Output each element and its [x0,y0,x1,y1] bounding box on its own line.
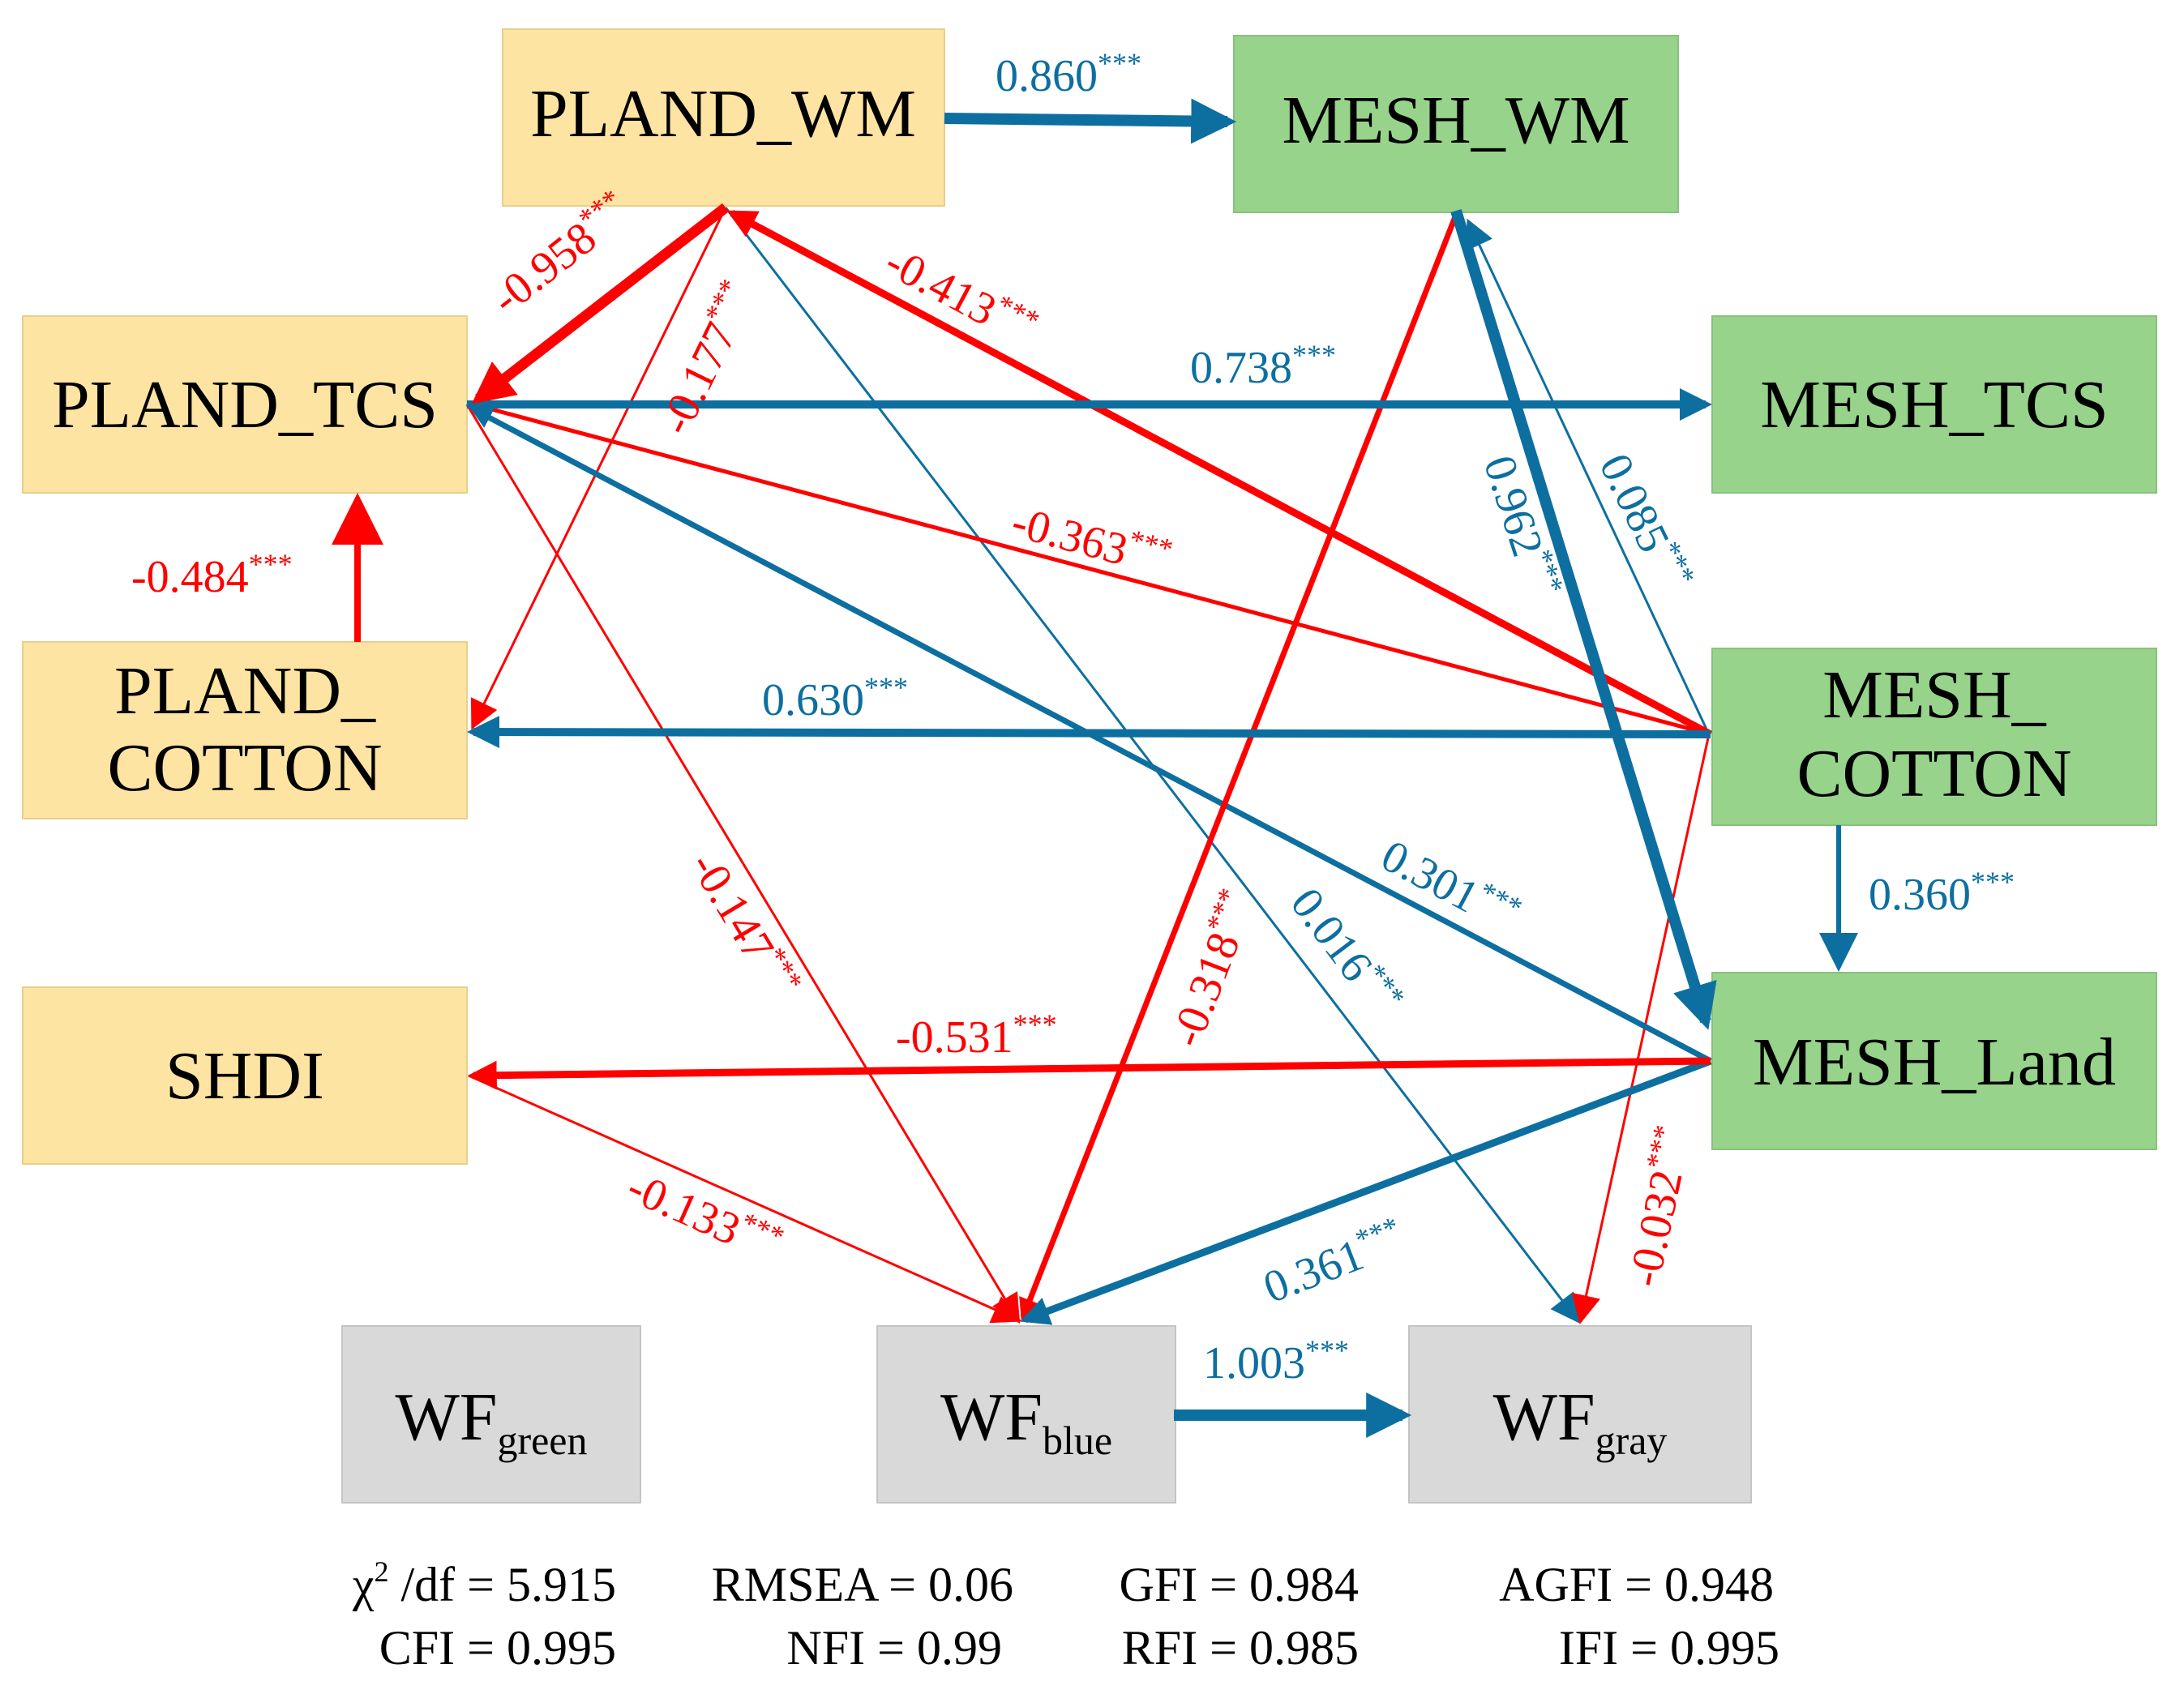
fit-indices: χ2 /df = 5.915 RMSEA = 0.06 GFI = 0.984 … [352,1555,1779,1675]
node-pland-tcs-label: PLAND_TCS [52,367,438,443]
path-shdi-to-wf-blue [468,1074,1022,1324]
path-mesh-cotton-to-pland-tcs [470,400,1711,737]
path-pland-wm-to-pland-tcs [471,203,729,404]
fit-cfi: CFI = 0.995 [379,1621,616,1675]
node-mesh-land: MESH_Land [1711,972,2157,1150]
fit-gfi: GFI = 0.984 [1119,1558,1359,1611]
fit-rfi: RFI = 0.985 [1122,1621,1359,1675]
path-mesh-cotton-to-mesh-wm [1466,218,1711,735]
node-shdi-label: SHDI [165,1038,324,1114]
node-pland-wm: PLAND_WM [502,28,945,207]
node-mesh-cotton: MESH_ COTTON [1711,648,2157,826]
node-wf-gray: WFgray [1408,1325,1752,1504]
path-mesh-cotton-to-pland-cotton [467,716,1711,749]
path-pland-wm-to-mesh-wm [944,98,1237,144]
fit-chi-square-df: χ2 /df = 5.915 [352,1555,616,1611]
coef-pland-wm-to-pland-cotton: -0.177*** [646,274,765,443]
node-wf-gray-subscript: gray [1595,1418,1668,1463]
node-mesh-tcs: MESH_TCS [1711,315,2157,494]
path-mesh-cotton-to-pland-wm [726,210,1713,738]
svg-text:WFgreen: WFgreen [395,1380,587,1463]
fit-rmsea: RMSEA = 0.06 [712,1558,1013,1611]
fit-ifi: IFI = 0.995 [1559,1621,1779,1675]
coef-mesh-cotton-to-pland-cotton: 0.630*** [762,671,908,725]
node-mesh-wm: MESH_WM [1233,35,1679,213]
node-pland-cotton-label-line2: COTTON [107,730,382,806]
path-mesh-wm-to-mesh-land [1450,208,1717,1030]
coef-mesh-cotton-to-mesh-wm: 0.085*** [1589,444,1702,599]
coef-pland-tcs-to-mesh-tcs: 0.738*** [1190,339,1336,393]
node-mesh-wm-label: MESH_WM [1282,83,1629,158]
node-wf-gray-label: WF [1493,1380,1595,1455]
coef-mesh-cotton-to-wf-gray: -0.032*** [1615,1122,1702,1290]
coef-mesh-cotton-to-pland-tcs: -0.363*** [1007,493,1176,587]
node-wf-blue-subscript: blue [1043,1418,1112,1463]
coef-mesh-land-to-shdi: -0.531*** [896,1008,1057,1063]
coef-pland-wm-to-wf-gray: 0.016*** [1281,877,1412,1026]
coef-mesh-cotton-to-mesh-land: 0.360*** [1869,866,2015,920]
coef-pland-wm-to-mesh-wm: 0.860*** [996,47,1141,101]
node-mesh-tcs-label: MESH_TCS [1760,367,2108,443]
coef-mesh-wm-to-wf-blue: -0.318*** [1158,883,1266,1053]
node-pland-wm-label: PLAND_WM [530,76,916,152]
fit-agfi: AGFI = 0.948 [1499,1558,1774,1611]
node-wf-green-label: WF [395,1380,497,1455]
fit-nfi: NFI = 0.99 [786,1621,1002,1675]
node-mesh-land-label: MESH_Land [1753,1025,2116,1100]
node-wf-blue-label: WF [940,1380,1043,1455]
path-pland-tcs-to-wf-blue [465,404,1021,1324]
path-mesh-land-to-shdi [467,1057,1711,1090]
coef-shdi-to-wf-blue: -0.133*** [620,1158,790,1273]
svg-text:WFgray: WFgray [1493,1380,1668,1463]
svg-text:WFblue: WFblue [940,1380,1112,1463]
coef-pland-cotton-to-pland-tcs: -0.484*** [131,548,293,602]
node-pland-cotton: PLAND_ COTTON [22,641,468,819]
node-wf-green: WFgreen [341,1325,641,1504]
path-mesh-land-to-wf-blue [1020,1057,1712,1325]
coef-wf-blue-to-wf-gray: 1.003*** [1203,1334,1349,1388]
node-mesh-cotton-label-line1: MESH_ [1822,657,2046,733]
node-pland-cotton-label-line1: PLAND_ [114,653,376,729]
node-pland-tcs: PLAND_TCS [22,315,468,494]
node-wf-green-subscript: green [497,1418,587,1463]
node-mesh-cotton-label-line2: COTTON [1796,736,2071,811]
path-mesh-wm-to-wf-blue [1019,213,1459,1322]
path-pland-wm-to-pland-cotton [470,207,727,730]
node-wf-blue: WFblue [876,1325,1176,1504]
node-shdi: SHDI [22,986,468,1165]
